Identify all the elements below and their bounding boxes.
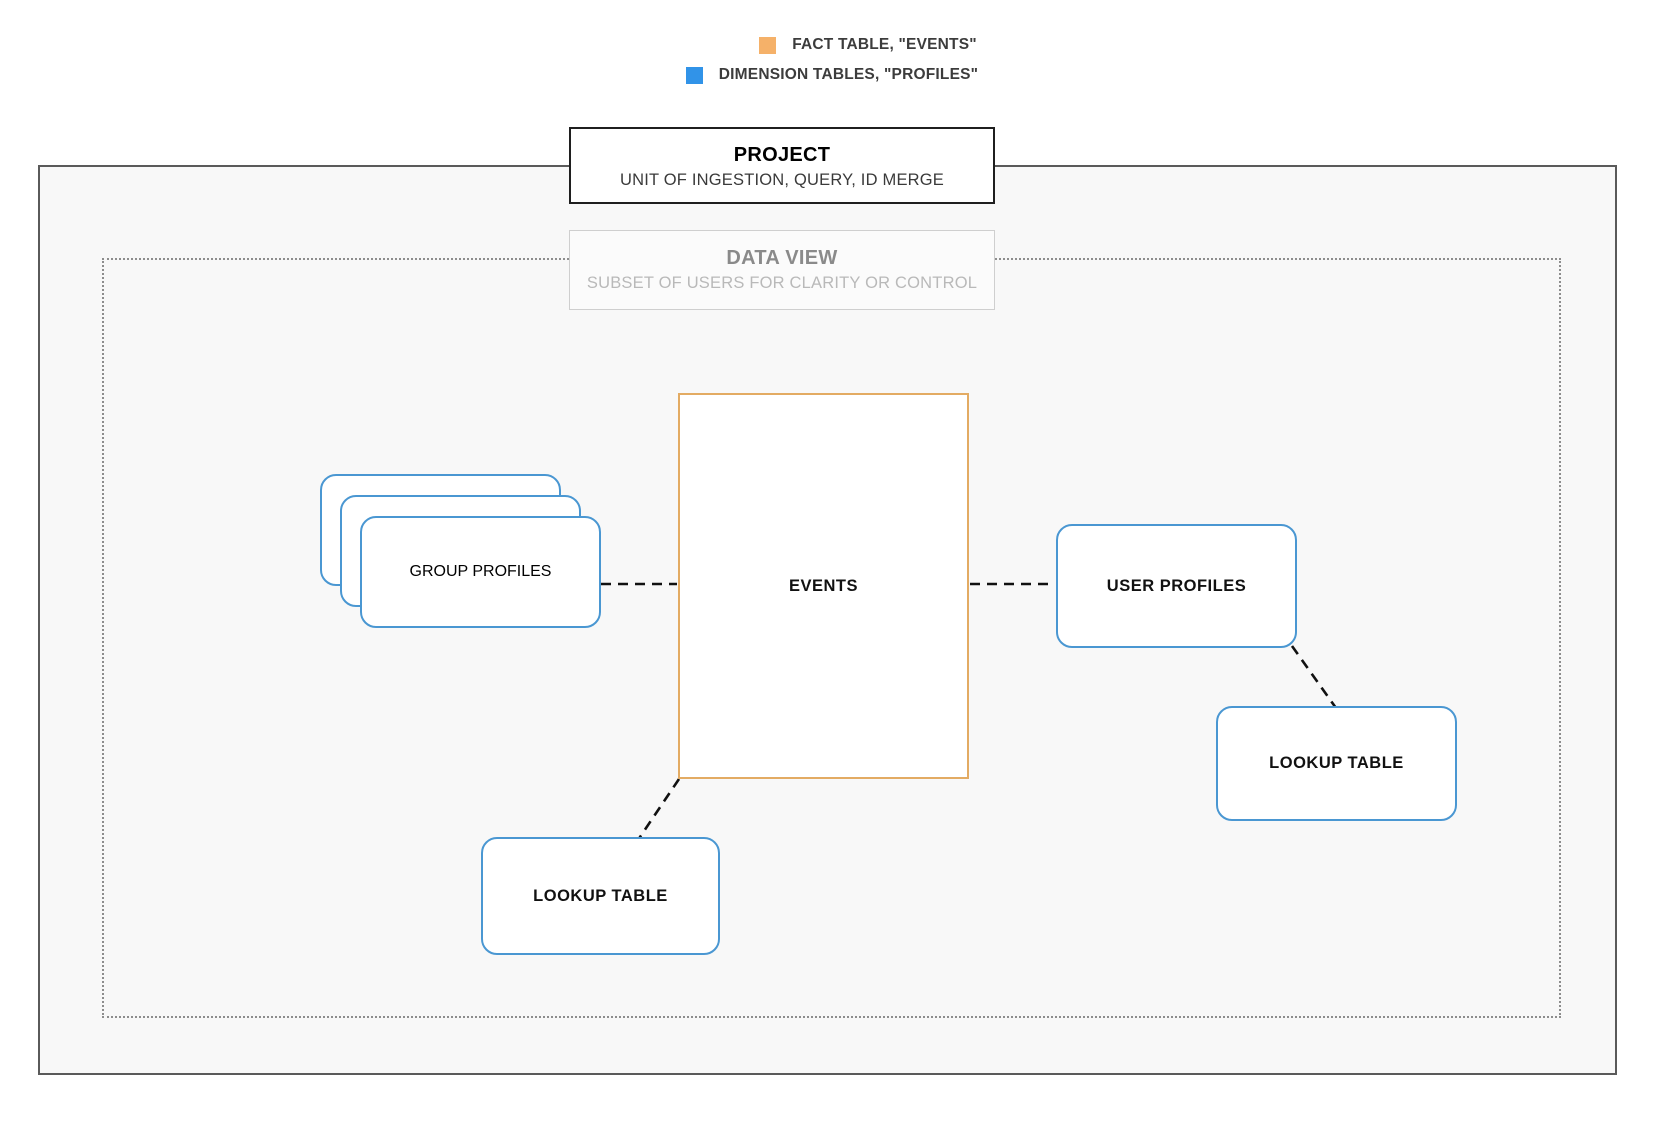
legend-item-fact-table: FACT TABLE, "EVENTS"	[0, 30, 1664, 60]
project-title: PROJECT	[733, 144, 831, 166]
project-label-box: PROJECT UNIT OF INGESTION, QUERY, ID MER…	[569, 127, 995, 204]
node-group-profiles-label: GROUP PROFILES	[409, 563, 552, 580]
legend-swatch-dimension-icon	[685, 66, 703, 84]
legend-swatch-fact-icon	[759, 36, 777, 54]
legend-item-dimension-tables: DIMENSION TABLES, "PROFILES"	[0, 60, 1664, 90]
legend: FACT TABLE, "EVENTS" DIMENSION TABLES, "…	[0, 30, 1664, 90]
node-lookup-table-right-label: LOOKUP TABLE	[1269, 754, 1404, 772]
node-lookup-table-right[interactable]: LOOKUP TABLE	[1216, 706, 1457, 821]
node-group-profiles[interactable]: GROUP PROFILES	[320, 474, 610, 644]
project-subtitle: UNIT OF INGESTION, QUERY, ID MERGE	[619, 171, 944, 189]
node-user-profiles[interactable]: USER PROFILES	[1056, 524, 1297, 648]
data-view-label-box: DATA VIEW SUBSET OF USERS FOR CLARITY OR…	[569, 230, 995, 310]
node-events-label: EVENTS	[788, 576, 859, 595]
node-lookup-table-left-label: LOOKUP TABLE	[533, 886, 668, 905]
legend-label-fact: FACT TABLE, "EVENTS"	[792, 36, 977, 53]
legend-label-dimension: DIMENSION TABLES, "PROFILES"	[718, 66, 979, 83]
node-events[interactable]: EVENTS	[678, 393, 969, 779]
data-view-subtitle: SUBSET OF USERS FOR CLARITY OR CONTROL	[586, 274, 978, 292]
node-lookup-table-left[interactable]: LOOKUP TABLE	[481, 837, 720, 955]
group-profiles-card-front[interactable]: GROUP PROFILES	[360, 516, 601, 628]
node-user-profiles-label: USER PROFILES	[1106, 576, 1247, 595]
data-view-title: DATA VIEW	[726, 247, 838, 269]
